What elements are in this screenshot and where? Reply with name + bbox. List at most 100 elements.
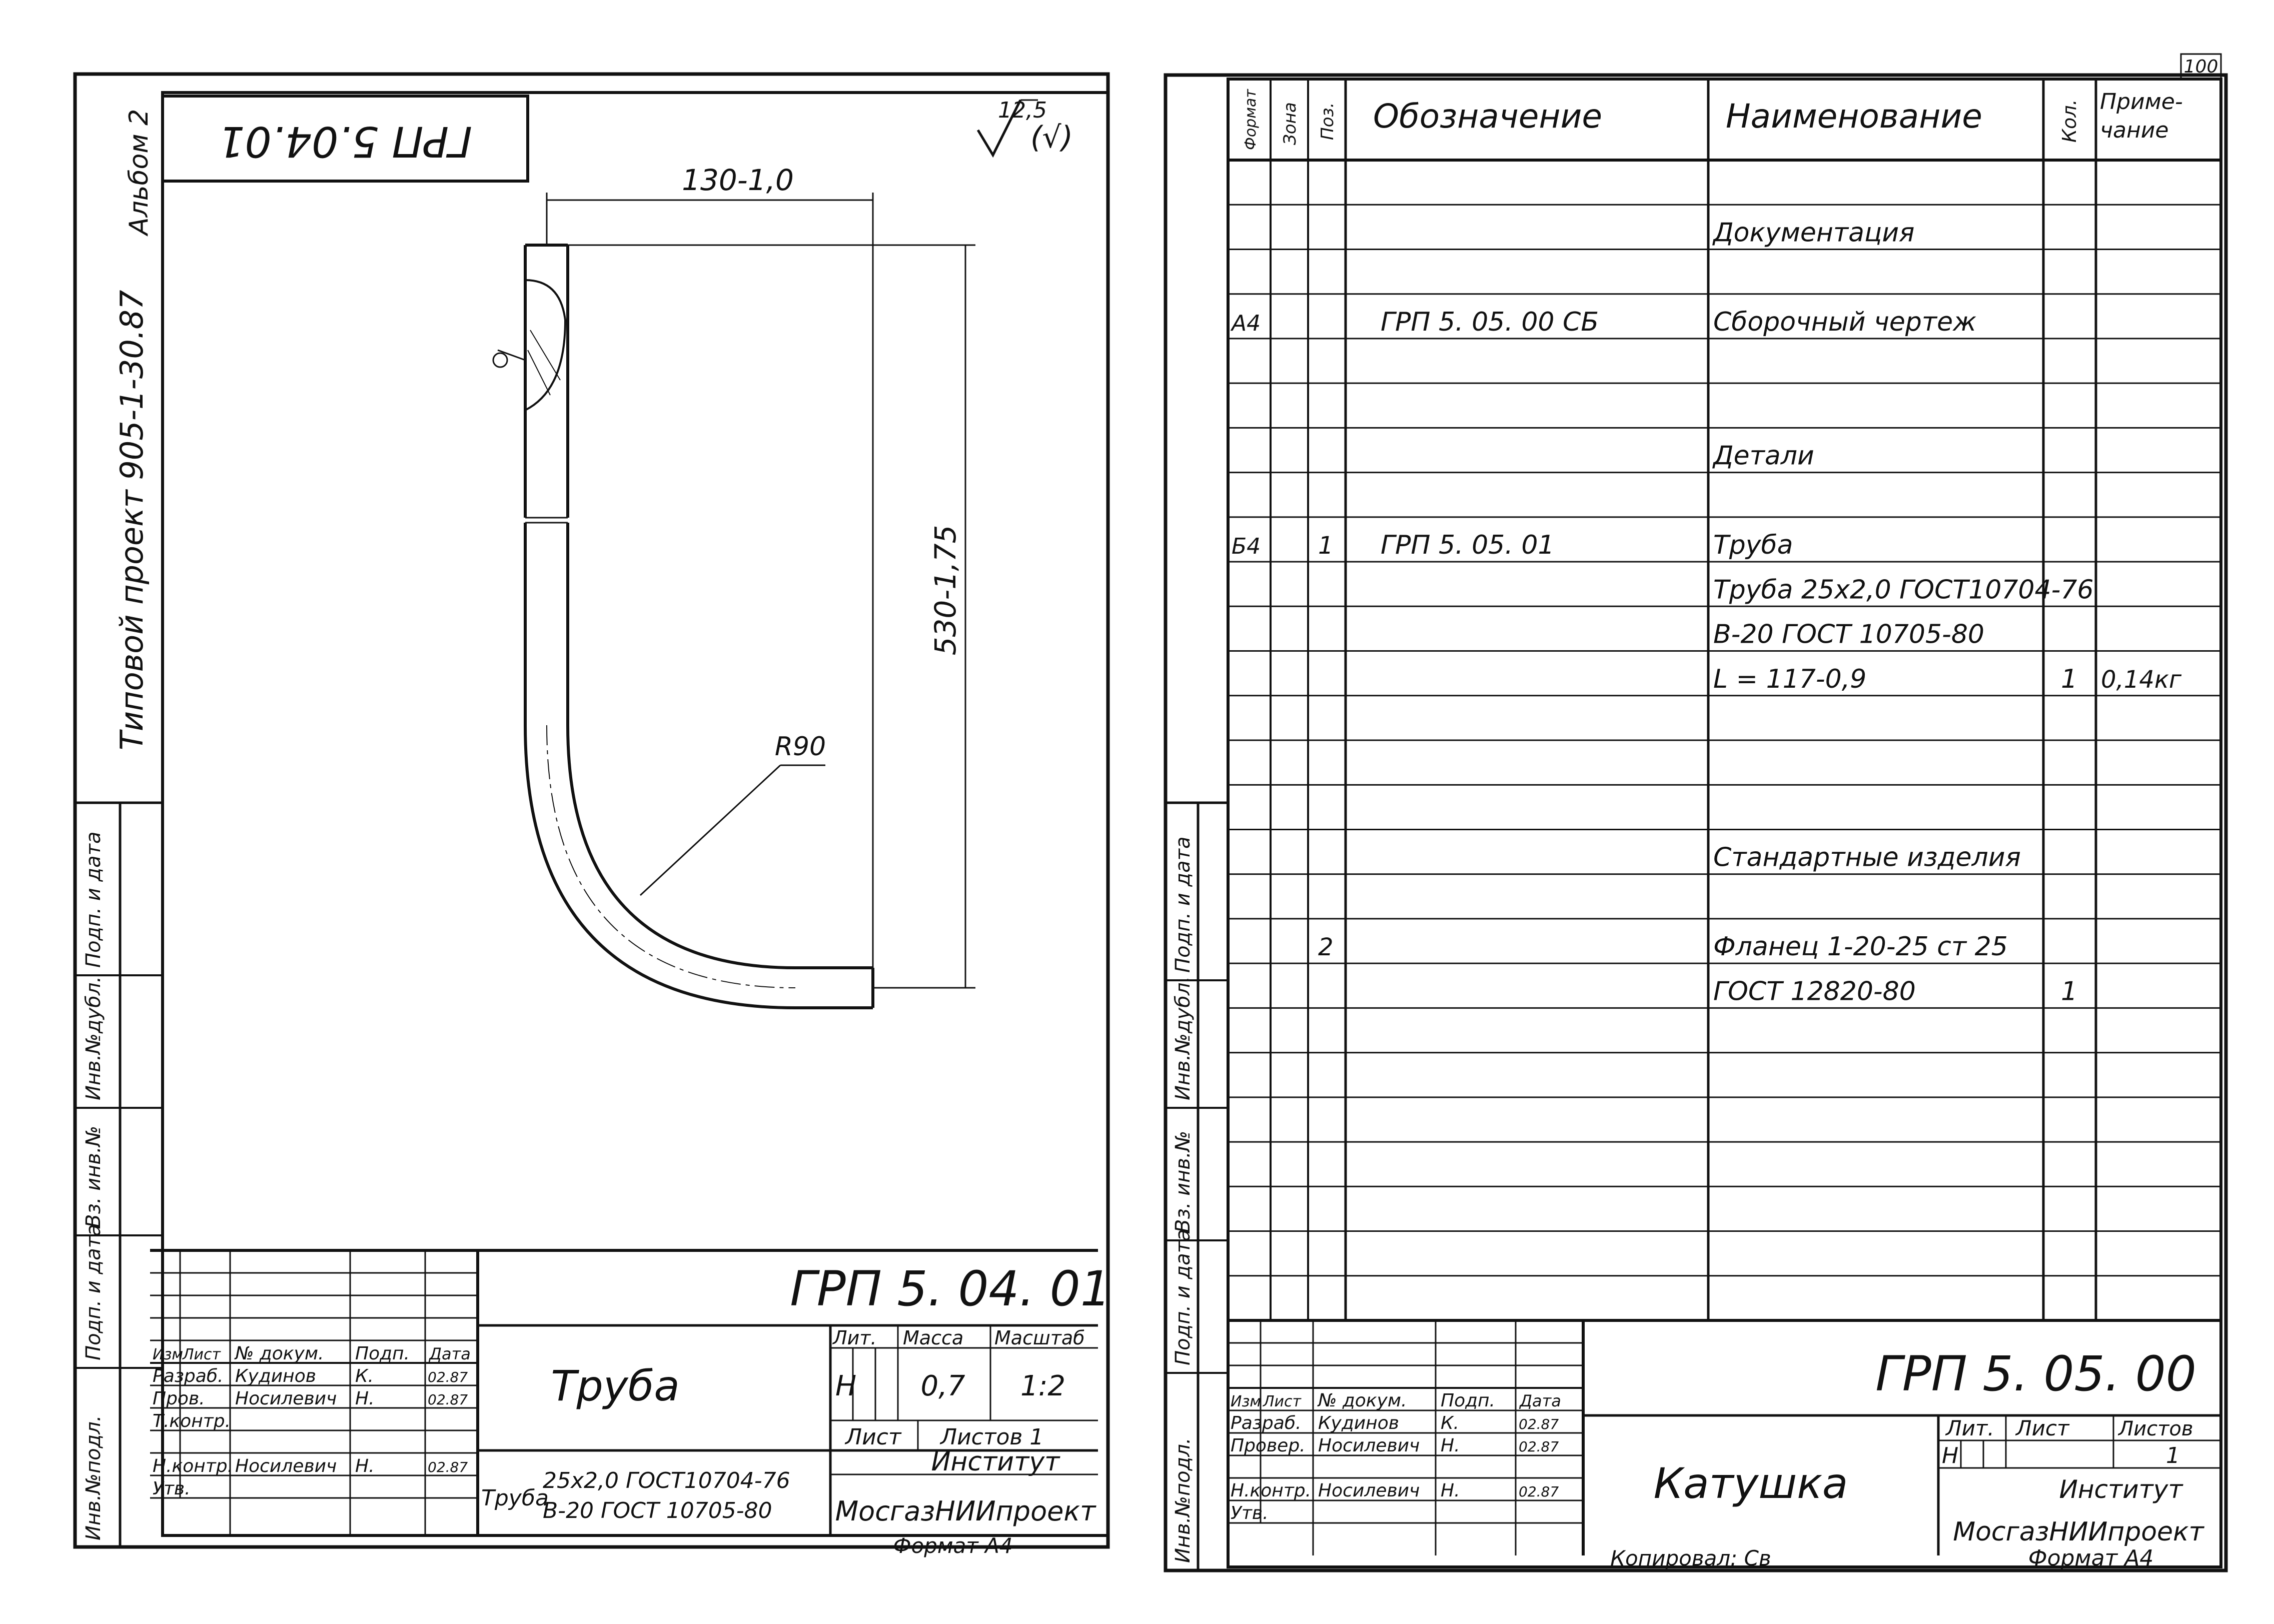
dim-radius: R90: [775, 732, 826, 762]
spec-cell-qty: 1: [2061, 664, 2077, 694]
left-title-name: Труба: [551, 1361, 680, 1410]
left-sheet-label: Лист: [844, 1424, 902, 1450]
hdr-qty: Кол.: [2058, 99, 2080, 143]
spec-cell-name: Фланец 1-20-25 ст 25: [1713, 932, 2008, 962]
spec-cell-name: В-20 ГОСТ 10705-80: [1713, 620, 1984, 650]
title-row-role: Разраб.: [1231, 1413, 1301, 1433]
left-stamp-col-1: Инв.№подл.: [82, 1415, 105, 1540]
dim-width: 130-1,0: [682, 163, 794, 197]
spec-table-grid: [1228, 79, 2221, 1555]
roughness-value: 12,5: [998, 98, 1047, 123]
title-row-name: Носилевич: [1318, 1435, 1420, 1456]
title-row-date: 02.87: [428, 1459, 468, 1475]
title-row-name: Кудинов: [1318, 1413, 1399, 1433]
title-row-role: Провер.: [1231, 1435, 1306, 1456]
left-hdr-doc: № докум.: [234, 1343, 324, 1364]
title-row-name: Кудинов: [235, 1366, 316, 1386]
title-row-name: Носилевич: [1318, 1480, 1420, 1501]
spec-cell-pos: 2: [1318, 933, 1334, 961]
right-stamp-col-3: Вз. инв.№: [1172, 1131, 1195, 1233]
right-stamp-col-5: Подп. и дата: [1172, 837, 1195, 973]
right-sheet-label: Лист: [2015, 1416, 2070, 1440]
right-sheets-label: Листов: [2117, 1417, 2193, 1440]
pipe-drawing: [492, 193, 975, 1009]
left-stamp-col-5: Подп. и дата: [82, 832, 105, 968]
title-row-sign: Н.: [355, 1456, 375, 1476]
hdr-note-2: чание: [2100, 118, 2168, 143]
spec-cell-designation: ГРП 5. 05. 01: [1381, 530, 1555, 560]
left-mass-label: Масса: [903, 1327, 963, 1349]
title-row-name: Носилевич: [235, 1456, 337, 1476]
left-sheet-text: ГРП 5.04.01 Типовой проект 905-1-30.87 А…: [82, 98, 1111, 1558]
right-hdr-date: Дата: [1519, 1391, 1561, 1410]
title-row-date: 02.87: [1519, 1483, 1559, 1500]
right-org-line2: МосгазНИИпроект: [1953, 1517, 2204, 1547]
spec-cell-name: Сборочный чертеж: [1713, 307, 1976, 337]
left-material-prefix: Труба: [481, 1485, 549, 1511]
left-org-line2: МосгазНИИпроект: [835, 1495, 1096, 1527]
title-row-role: Н.контр.: [1231, 1480, 1311, 1501]
spec-cell-name: Стандартные изделия: [1713, 843, 2021, 873]
title-row-role: Разраб.: [153, 1366, 223, 1386]
title-row-role: Утв.: [153, 1478, 191, 1499]
right-lit-label: Лит.: [1945, 1416, 1994, 1440]
right-org-line1: Институт: [2059, 1475, 2183, 1504]
spec-cell-pos: 1: [1318, 532, 1334, 560]
right-format: Формат А4: [2028, 1545, 2154, 1571]
right-copied: Копировал: Св: [1610, 1546, 1771, 1570]
left-scale-label: Масштаб: [994, 1327, 1085, 1349]
left-title-code: ГРП 5. 04. 01: [790, 1261, 1111, 1317]
left-material-line2: В-20 ГОСТ 10705-80: [543, 1498, 772, 1523]
left-hdr-izm: Изм: [153, 1346, 183, 1363]
hdr-zone: Зона: [1280, 102, 1300, 145]
left-mass-value: 0,7: [920, 1370, 965, 1402]
title-row-sign: К.: [1441, 1413, 1459, 1433]
right-sheet: [1164, 53, 2228, 1572]
spec-row-lines: [1228, 204, 2221, 1277]
right-stamp-col-2: Подп. и дата: [1172, 1229, 1195, 1365]
left-sheet: [73, 72, 1110, 1549]
title-row-sign: Н.: [355, 1388, 375, 1409]
hdr-name: Наименование: [1726, 97, 1982, 136]
sheet-number: 100: [2184, 57, 2218, 77]
title-row-role: Т.контр.: [153, 1411, 231, 1431]
right-sheet-text: 100 Формат Зона Поз. Обозначение Наимено…: [1172, 57, 2218, 1571]
hdr-note-1: Приме-: [2100, 89, 2183, 115]
left-hdr-sign: Подп.: [355, 1343, 410, 1364]
spec-cell-name: ГОСТ 12820-80: [1713, 976, 1916, 1006]
left-sheets-label: Листов 1: [939, 1424, 1043, 1450]
left-material-line1: 25x2,0 ГОСТ10704-76: [543, 1468, 790, 1493]
left-lit-label: Лит.: [832, 1327, 877, 1349]
right-hdr-izm: Изм: [1231, 1393, 1261, 1410]
left-title-block: [150, 1249, 1098, 1535]
hdr-designation: Обозначение: [1373, 97, 1602, 136]
title-row-date: 02.87: [1519, 1438, 1559, 1455]
spec-cell-name: Детали: [1712, 441, 1814, 471]
right-lit-value: Н: [1942, 1443, 1958, 1468]
title-row-date: 02.87: [1519, 1416, 1559, 1432]
title-row-name: Носилевич: [235, 1388, 337, 1409]
title-row-role: Утв.: [1231, 1503, 1269, 1523]
left-stamp-col-2: Подп. и дата: [82, 1224, 105, 1360]
spec-cell-name: Документация: [1712, 218, 1914, 248]
right-hdr-list: Лист: [1263, 1393, 1302, 1410]
right-hdr-doc: № докум.: [1317, 1390, 1407, 1411]
right-sheets-value: 1: [2166, 1443, 2180, 1468]
hdr-pos: Поз.: [1318, 103, 1338, 140]
left-scale-value: 1:2: [1020, 1370, 1065, 1402]
left-org-line1: Институт: [931, 1447, 1061, 1477]
hdr-format: Формат: [1242, 89, 1260, 150]
spec-cell-format: А4: [1230, 311, 1261, 336]
spec-cell-name: L = 117-0,9: [1713, 664, 1866, 694]
spec-cell-qty: 1: [2061, 976, 2077, 1006]
spec-cell-name: Труба: [1713, 530, 1793, 560]
spec-cell-name: Труба 25x2,0 ГОСТ10704-76: [1713, 575, 2094, 605]
title-row-role: Пров.: [153, 1388, 205, 1409]
right-hdr-sign: Подп.: [1441, 1390, 1495, 1411]
spec-cell-note: 0,14кг: [2101, 666, 2182, 694]
left-stamp-col-4: Инв.№дубл.: [82, 976, 105, 1100]
roughness-sub: (√): [1030, 120, 1073, 155]
spec-cell-format: Б4: [1232, 534, 1261, 559]
